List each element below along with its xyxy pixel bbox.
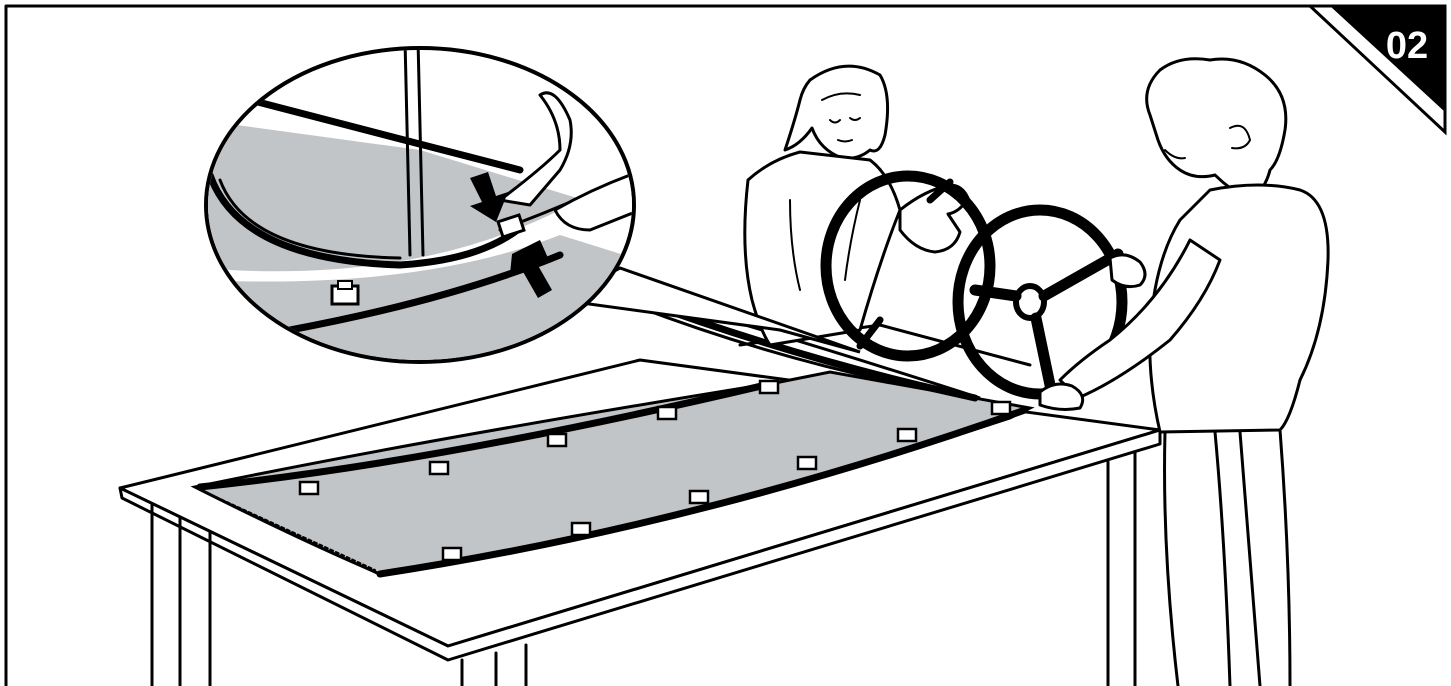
person-left	[745, 66, 968, 345]
person-right	[1040, 59, 1328, 686]
step-badge: 02	[1310, 6, 1445, 132]
step-number: 02	[1386, 25, 1428, 67]
